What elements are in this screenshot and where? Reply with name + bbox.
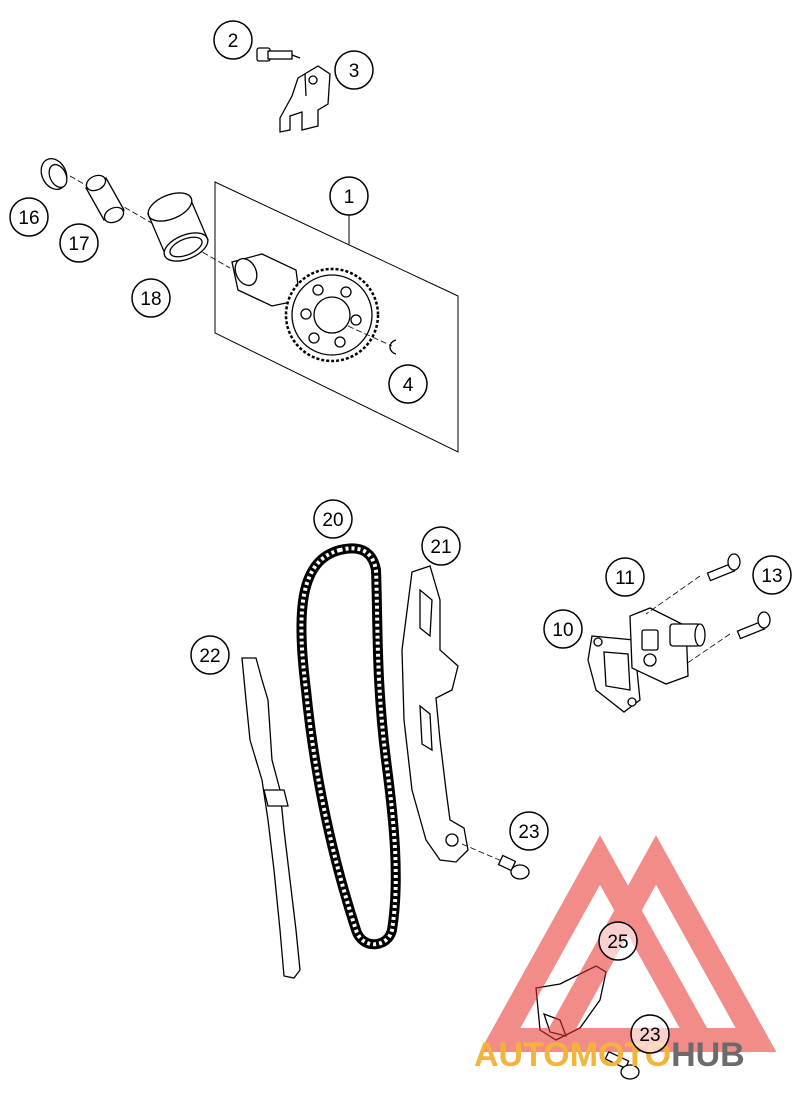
tensioner-bolts-part-11-13 xyxy=(706,553,771,640)
bearing-part-18 xyxy=(147,192,209,262)
camshaft-assembly-frame xyxy=(214,181,459,453)
callout-label: 23 xyxy=(639,1025,660,1046)
callout-3: 3 xyxy=(334,50,374,90)
callout-label: 16 xyxy=(18,208,39,229)
bracket-part-3 xyxy=(279,65,331,133)
guide-rail-part-22 xyxy=(241,657,301,979)
bolt-part-23-upper xyxy=(497,854,530,880)
bolt-part-2 xyxy=(256,47,301,62)
callout-label: 13 xyxy=(761,566,782,587)
callout-2: 2 xyxy=(213,20,253,60)
timing-chain-part-20 xyxy=(296,543,401,950)
callout-13: 13 xyxy=(752,555,792,595)
callout-label: 17 xyxy=(68,234,89,255)
tensioner-rail-part-21 xyxy=(401,565,469,863)
callout-23-upper: 23 xyxy=(509,811,549,851)
seal-ring-part-16 xyxy=(40,157,68,191)
bushing-part-17 xyxy=(85,174,125,224)
chain-tensioner-body xyxy=(629,607,706,685)
callout-21: 21 xyxy=(421,526,461,566)
callout-label: 22 xyxy=(199,646,220,667)
watermark-word-right: HUB xyxy=(671,1036,745,1074)
callout-label: 11 xyxy=(615,568,635,589)
clip-part-4 xyxy=(389,339,397,355)
callout-label: 4 xyxy=(403,375,414,396)
callout-1: 1 xyxy=(329,176,369,216)
callout-label: 25 xyxy=(607,932,628,953)
callout-label: 21 xyxy=(430,537,451,558)
watermark-text: AUTOMOTOHUB xyxy=(474,1036,745,1074)
callout-label: 18 xyxy=(140,289,161,310)
bolt-part-23-lower xyxy=(604,1050,640,1080)
callout-18: 18 xyxy=(131,278,171,318)
callout-label: 23 xyxy=(518,822,539,843)
callout-22: 22 xyxy=(190,635,230,675)
callout-label: 10 xyxy=(552,620,573,641)
callout-20: 20 xyxy=(313,499,353,539)
callout-11: 11 xyxy=(605,557,645,597)
callout-label: 1 xyxy=(344,187,355,208)
callout-10: 10 xyxy=(543,609,583,649)
callout-16: 16 xyxy=(9,197,49,237)
callout-4: 4 xyxy=(388,364,428,404)
camshaft-sprocket xyxy=(231,253,380,363)
callout-17: 17 xyxy=(59,223,99,263)
callout-label: 20 xyxy=(322,510,343,531)
callout-23-lower: 23 xyxy=(630,1014,670,1054)
callout-label: 2 xyxy=(228,31,239,52)
callout-label: 3 xyxy=(349,61,360,82)
callout-25: 25 xyxy=(598,921,638,961)
